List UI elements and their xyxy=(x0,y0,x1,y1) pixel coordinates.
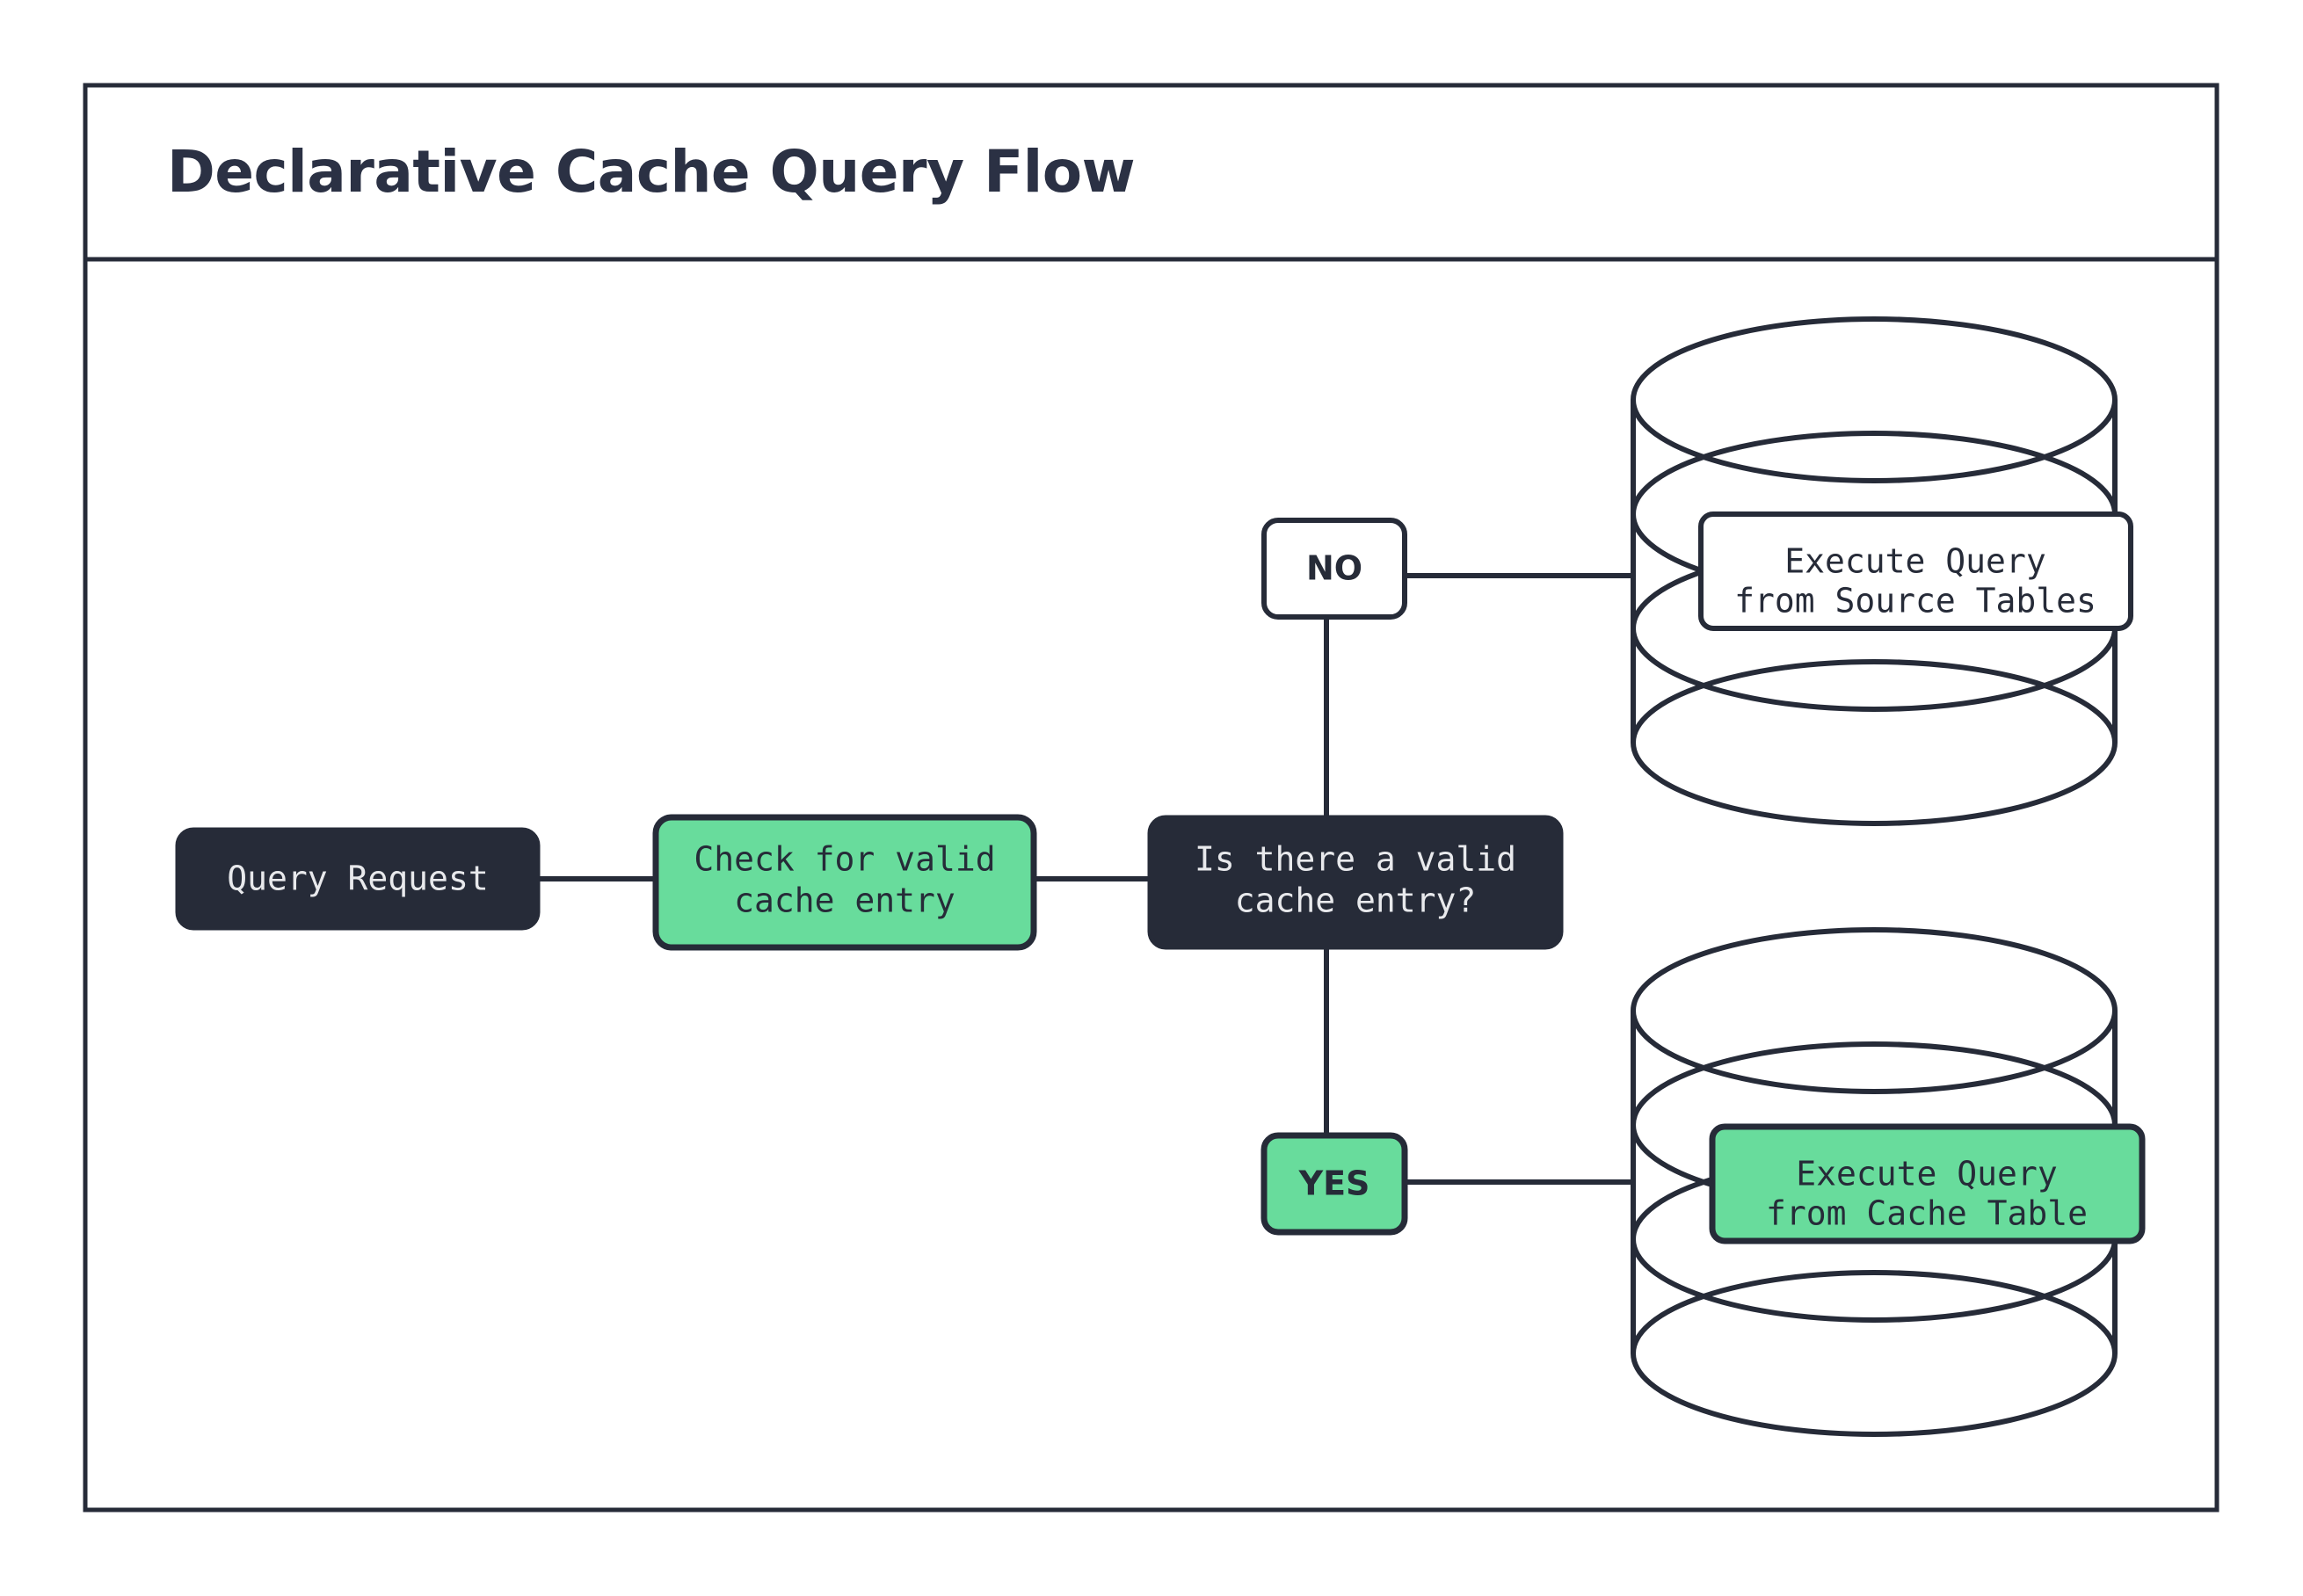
node-decision-line-1: Is there a valid xyxy=(1195,840,1516,879)
node-decision[interactable]: Is there a valid cache entry? xyxy=(1147,815,1564,950)
cylinder-cache-disk-bottom xyxy=(1631,1270,2118,1437)
node-query-request-box[interactable] xyxy=(175,827,541,931)
cylinder-disk-top xyxy=(1631,316,2118,483)
node-decision-line-2: cache entry? xyxy=(1235,881,1477,920)
branch-label-yes-text: YES xyxy=(1298,1164,1370,1203)
node-check-cache-box[interactable] xyxy=(652,814,1037,951)
branch-label-no-text: NO xyxy=(1306,549,1362,588)
page-title: Declarative Cache Query Flow xyxy=(167,138,1135,206)
branch-label-yes[interactable]: YES xyxy=(1260,1132,1408,1236)
branch-label-no[interactable]: NO xyxy=(1261,518,1407,620)
cylinder-disk-bottom xyxy=(1631,659,2118,826)
branch-label-yes-box[interactable] xyxy=(1260,1132,1408,1236)
node-query-request-label: Query Request xyxy=(227,860,488,898)
node-source-tables-line-1: Execute Query xyxy=(1784,542,2045,581)
node-source-tables[interactable]: Execute Query from Source Tables xyxy=(1698,511,2133,631)
node-check-cache-line-2: cache entry xyxy=(734,881,955,920)
node-cache-table-box[interactable] xyxy=(1709,1123,2146,1244)
node-cache-table[interactable]: Execute Query from Cache Table xyxy=(1709,1123,2146,1244)
node-check-cache[interactable]: Check for valid cache entry xyxy=(652,814,1037,951)
node-check-cache-line-1: Check for valid xyxy=(694,840,995,879)
node-query-request[interactable]: Query Request xyxy=(175,827,541,931)
node-source-tables-line-2: from Source Tables xyxy=(1734,582,2096,620)
node-cache-table-line-2: from Cache Table xyxy=(1766,1194,2088,1233)
cylinder-cache-disk-top xyxy=(1631,927,2118,1094)
node-cache-table-line-1: Execute Query xyxy=(1796,1155,2057,1193)
node-source-tables-box[interactable] xyxy=(1698,511,2133,631)
node-decision-box[interactable] xyxy=(1147,815,1564,950)
branch-label-no-box[interactable] xyxy=(1261,518,1407,620)
